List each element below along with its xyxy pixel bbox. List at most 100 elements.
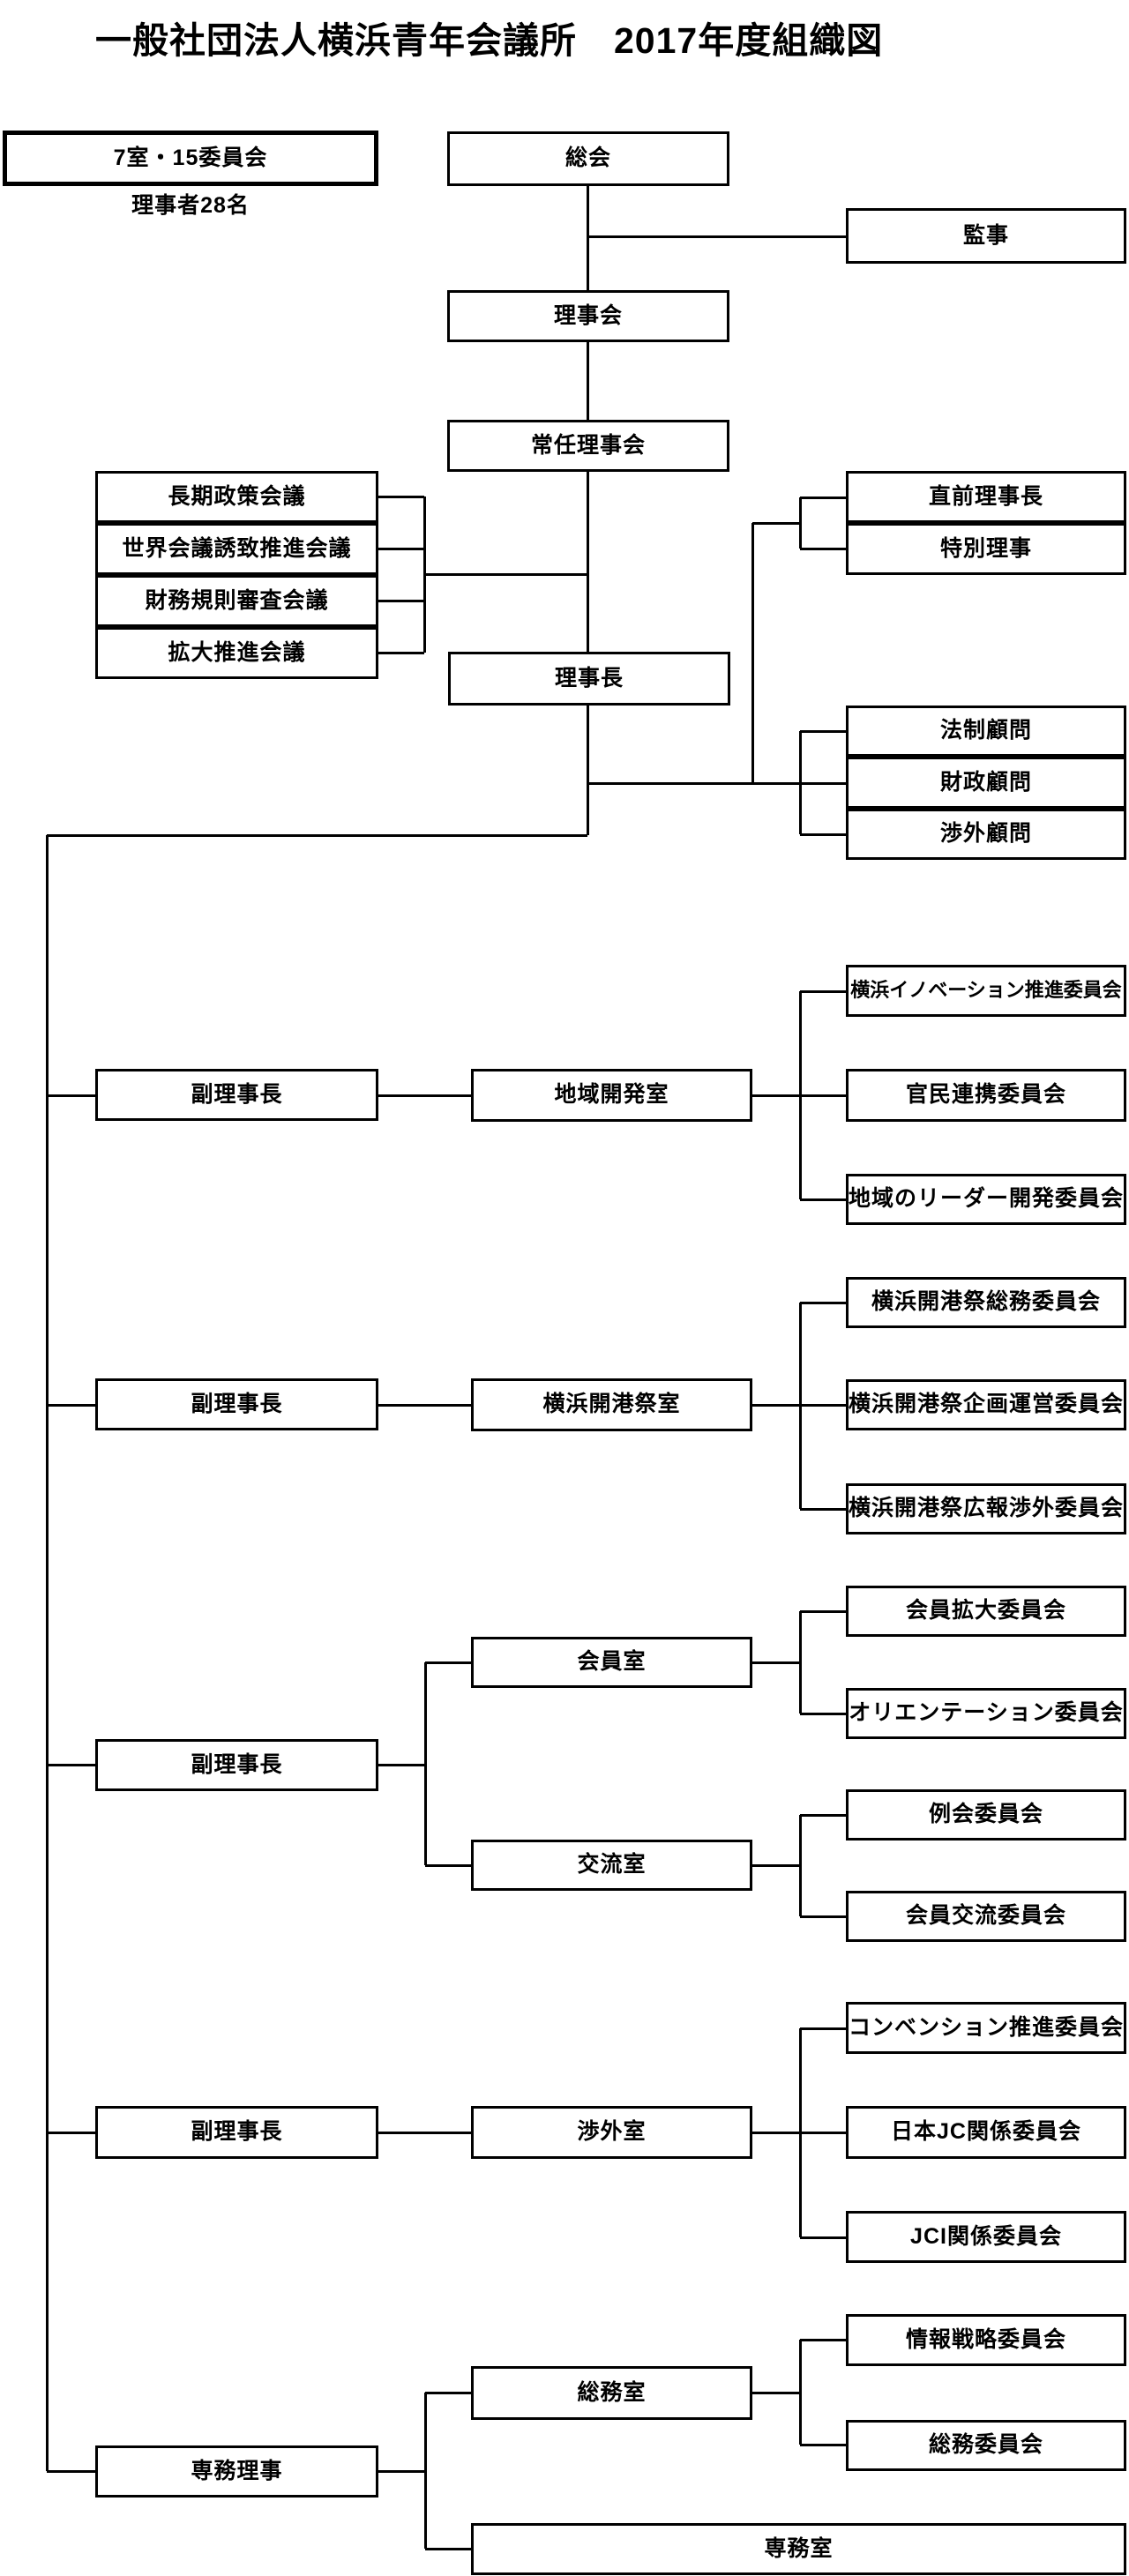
connector-line bbox=[800, 1198, 846, 1201]
connector-line bbox=[799, 731, 802, 834]
org-node-label: 官民連携委員会 bbox=[905, 1082, 1066, 1108]
org-node-label: 総会 bbox=[564, 146, 611, 171]
org-node-shogai-room: 渉外室 bbox=[471, 2106, 752, 2159]
org-node-convention-suishin: コンベンション推進委員会 bbox=[846, 2002, 1126, 2054]
connector-line bbox=[800, 1713, 846, 1715]
org-node-label: 専務理事 bbox=[191, 2458, 283, 2483]
org-node-label: 副理事長 bbox=[191, 1391, 283, 1416]
org-node-fuku-rijicho-2: 副理事長 bbox=[95, 1378, 378, 1430]
connector-line bbox=[47, 2132, 95, 2134]
org-node-label: 横浜イノベーション推進委員会 bbox=[850, 979, 1122, 1002]
org-node-nihon-jc-kankei: 日本JC関係委員会 bbox=[846, 2106, 1126, 2159]
org-node-label: 会員室 bbox=[577, 1649, 647, 1675]
connector-line bbox=[587, 706, 589, 835]
connector-line bbox=[800, 990, 846, 993]
connector-line bbox=[378, 1404, 471, 1407]
org-node-label: 渉外室 bbox=[577, 2119, 647, 2145]
connector-line bbox=[752, 2392, 800, 2394]
connector-line bbox=[799, 1303, 802, 1509]
org-node-jonin-rijikai: 常任理事会 bbox=[447, 420, 729, 472]
org-node-fuku-rijicho-1: 副理事長 bbox=[95, 1069, 378, 1121]
connector-line bbox=[425, 1661, 471, 1664]
connector-line bbox=[47, 1404, 95, 1407]
connector-line bbox=[424, 573, 587, 576]
org-node-label: 世界会議誘致推進会議 bbox=[122, 535, 352, 561]
org-node-label: 7室・15委員会 bbox=[113, 145, 268, 170]
org-node-legend-7-15: 7室・15委員会 bbox=[3, 131, 378, 186]
org-node-kaikosai-koho: 横浜開港祭広報渉外委員会 bbox=[846, 1483, 1126, 1534]
org-node-shogai-komon: 渉外顧問 bbox=[846, 809, 1126, 860]
org-node-zaisei-komon: 財政顧問 bbox=[846, 757, 1126, 809]
connector-line bbox=[799, 497, 802, 549]
connector-line bbox=[47, 1764, 95, 1766]
org-node-kaiin-room: 会員室 bbox=[471, 1637, 752, 1688]
org-node-chiiki-leader: 地域のリーダー開発委員会 bbox=[846, 1174, 1126, 1225]
org-node-label: 理事会 bbox=[553, 302, 623, 328]
connector-line bbox=[799, 1611, 802, 1714]
connector-line bbox=[425, 1864, 471, 1867]
org-node-chiiki-kaihatsu-room: 地域開発室 bbox=[471, 1069, 752, 1122]
connector-line bbox=[424, 2393, 427, 2549]
connector-line bbox=[751, 523, 754, 783]
org-node-fuku-rijicho-4: 副理事長 bbox=[95, 2106, 378, 2159]
connector-line bbox=[799, 2340, 802, 2445]
connector-line bbox=[378, 548, 424, 550]
connector-line bbox=[425, 2548, 471, 2550]
org-node-label: 会員交流委員会 bbox=[905, 1903, 1066, 1929]
org-node-kaikosai-room: 横浜開港祭室 bbox=[471, 1378, 752, 1431]
org-node-koryu-room: 交流室 bbox=[471, 1840, 752, 1891]
org-node-label: 会員拡大委員会 bbox=[905, 1598, 1066, 1624]
connector-line bbox=[800, 1814, 846, 1817]
connector-line bbox=[799, 991, 802, 1199]
connector-line bbox=[800, 1610, 846, 1613]
org-node-kaiin-koryu: 会員交流委員会 bbox=[846, 1891, 1126, 1942]
org-node-joho-senryaku: 情報戦略委員会 bbox=[846, 2314, 1126, 2366]
connector-line bbox=[47, 834, 587, 837]
org-node-label: 法制顧問 bbox=[939, 718, 1032, 743]
org-node-choki-seisaku: 長期政策会議 bbox=[95, 471, 378, 523]
org-node-label: 財政顧問 bbox=[939, 769, 1032, 795]
org-node-label: 総務室 bbox=[577, 2379, 647, 2405]
connector-line bbox=[47, 2470, 95, 2473]
org-node-reikai: 例会委員会 bbox=[846, 1789, 1126, 1841]
org-node-kaikosai-kikaku: 横浜開港祭企画運営委員会 bbox=[846, 1379, 1126, 1430]
officers-count-note: 理事者28名 bbox=[131, 193, 250, 218]
org-node-label: 交流室 bbox=[577, 1852, 647, 1878]
connector-line bbox=[378, 2470, 425, 2473]
connector-line bbox=[800, 2444, 846, 2446]
org-node-kanji: 監事 bbox=[846, 208, 1126, 264]
org-node-label: 拡大推進会議 bbox=[168, 639, 306, 665]
connector-line bbox=[46, 835, 49, 2471]
connector-line bbox=[378, 600, 424, 602]
org-node-kaikosai-somu: 横浜開港祭総務委員会 bbox=[846, 1277, 1126, 1328]
org-node-label: 副理事長 bbox=[191, 1081, 283, 1107]
org-node-orientation: オリエンテーション委員会 bbox=[846, 1688, 1126, 1739]
connector-line bbox=[800, 2027, 846, 2030]
connector-line bbox=[800, 730, 846, 733]
connector-line bbox=[800, 497, 846, 499]
connector-line bbox=[378, 652, 424, 654]
connector-line bbox=[800, 833, 846, 836]
org-node-label: 横浜開港祭企画運営委員会 bbox=[849, 1392, 1125, 1417]
connector-line bbox=[47, 1094, 95, 1097]
org-node-soukai: 総会 bbox=[447, 131, 729, 186]
org-node-label: 情報戦略委員会 bbox=[905, 2326, 1066, 2352]
org-node-tokubetsu-riji: 特別理事 bbox=[846, 523, 1126, 575]
org-node-kaiin-kakudai: 会員拡大委員会 bbox=[846, 1586, 1126, 1637]
connector-line bbox=[800, 1915, 846, 1918]
connector-line bbox=[800, 1508, 846, 1511]
connector-line bbox=[425, 2392, 471, 2394]
org-node-label: 常任理事会 bbox=[530, 432, 646, 458]
org-node-label: 副理事長 bbox=[191, 2119, 283, 2145]
org-node-hosei-komon: 法制顧問 bbox=[846, 706, 1126, 757]
org-node-label: 専務室 bbox=[764, 2535, 834, 2561]
org-node-label: 財務規則審査会議 bbox=[145, 587, 329, 613]
connector-line bbox=[424, 1662, 427, 1865]
connector-line bbox=[378, 2132, 471, 2134]
org-node-yokohama-innovation: 横浜イノベーション推進委員会 bbox=[846, 965, 1126, 1017]
org-node-label: JCI関係委員会 bbox=[910, 2223, 1062, 2249]
connector-line bbox=[587, 782, 846, 785]
org-node-label: 監事 bbox=[962, 222, 1009, 248]
connector-line bbox=[587, 235, 846, 238]
org-node-label: 横浜開港祭広報渉外委員会 bbox=[849, 1496, 1125, 1521]
